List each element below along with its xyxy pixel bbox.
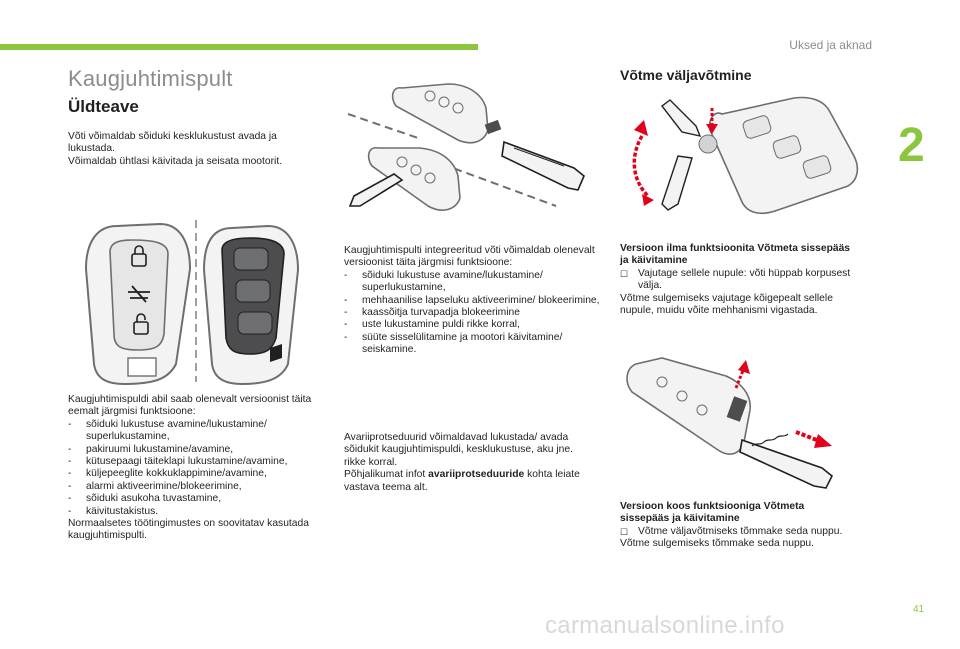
key-fob-top	[391, 83, 502, 144]
list-item: süüte sisselülitamine ja mootori käivita…	[344, 332, 602, 357]
integrated-functions-list: sõiduki lukustuse avamine/lukustamine/ s…	[344, 270, 602, 357]
key-blade-illustration	[347, 83, 585, 211]
version2-steps: Võtme väljavõtmiseks tõmmake seda nuppu.	[620, 526, 856, 539]
version2-block: Versioon koos funktsiooniga Võtmeta siss…	[620, 501, 856, 551]
slide-arrow-icon	[795, 430, 832, 448]
functions-block: Kaugjuhtimispuldi abil saab olenevalt ve…	[68, 394, 330, 543]
key-fob-pull	[626, 357, 751, 455]
remote-keys-illustration	[84, 220, 300, 386]
remote-key-back	[202, 224, 300, 386]
page-number: 41	[913, 604, 925, 615]
emergency-reference: Põhjalikumat infot avariiprotseduuride k…	[344, 469, 594, 494]
list-item: mehhaanilise lapseluku aktiveerimine/ bl…	[344, 295, 602, 308]
accent-bar	[0, 44, 478, 50]
functions-list: sõiduki lukustuse avamine/lukustamine/ s…	[68, 419, 330, 519]
list-item: sõiduki asukoha tuvastamine,	[68, 493, 330, 506]
flip-arrow-icon	[632, 120, 654, 206]
version2-note: Võtme sulgemiseks tõmmake seda nuppu.	[620, 538, 815, 550]
functions-intro: Kaugjuhtimispuldi abil saab olenevalt ve…	[68, 394, 312, 418]
version1-note: Võtme sulgemiseks vajutage kõigepealt se…	[620, 292, 833, 317]
list-item: küljepeeglite kokkuklappimine/avamine,	[68, 468, 330, 481]
section-heading: Üldteave	[68, 97, 139, 116]
version1-block: Versioon ilma funktsioonita Võtmeta siss…	[620, 243, 856, 317]
key-removal-heading: Võtme väljavõtmine	[620, 67, 752, 83]
list-item: sõiduki lukustuse avamine/lukustamine/ s…	[68, 419, 330, 444]
intro-paragraph-2: Võimaldab ühtlasi käivitada ja seisata m…	[68, 155, 283, 167]
emergency-text: Avariiprotseduurid võimaldavad lukustada…	[344, 432, 573, 468]
release-arrow-icon	[706, 108, 718, 134]
intro-paragraph-1: Võti võimaldab sõiduki kesklukustust ava…	[68, 131, 277, 155]
list-item: pakiruumi lukustamine/avamine,	[68, 444, 330, 457]
page-title: Kaugjuhtimispult	[68, 66, 233, 91]
key-blade-extracted	[739, 433, 834, 489]
key-blade-top	[501, 140, 585, 191]
version1-steps: Vajutage sellele nupule: võti hüppab kor…	[620, 268, 856, 293]
key-blade-open	[661, 99, 702, 211]
key-blade-bottom	[348, 173, 404, 207]
key-fob-bottom	[367, 147, 461, 211]
version1-heading: Versioon ilma funktsioonita Võtmeta siss…	[620, 243, 851, 267]
reference-link-text: avariiprotseduuride	[428, 469, 525, 481]
list-item: alarmi aktiveerimine/blokeerimine,	[68, 481, 330, 494]
reference-prefix: Põhjalikumat infot	[344, 469, 429, 481]
list-item: käivitustakistus.	[68, 506, 330, 519]
list-item: kütusepaagi täiteklapi lukustamine/avami…	[68, 456, 330, 469]
reference-suffix: kohta leiate vastava teema alt.	[344, 469, 580, 493]
pull-arrow-icon	[734, 360, 750, 389]
emergency-block: Avariiprotseduurid võimaldavad lukustada…	[344, 432, 594, 494]
closing-note: Normaalsetes töötingimustes on soovitata…	[68, 518, 309, 542]
step-item: Võtme väljavõtmiseks tõmmake seda nuppu.	[620, 526, 856, 539]
integrated-key-block: Kaugjuhtimispulti integreeritud võti või…	[344, 245, 602, 357]
list-item: kaassõitja turvapadja blokeerimine	[344, 307, 602, 320]
key-pull-illustration	[626, 357, 834, 489]
key-flip-illustration	[632, 96, 859, 215]
chapter-title: Uksed ja aknad	[789, 38, 872, 52]
watermark: carmanualsonline.info	[545, 612, 785, 639]
key-fob-flip	[698, 96, 859, 215]
remote-key-front	[84, 222, 192, 386]
intro-text: Võti võimaldab sõiduki kesklukustust ava…	[68, 131, 318, 168]
chapter-number: 2	[898, 119, 925, 172]
integrated-intro: Kaugjuhtimispulti integreeritud võti või…	[344, 245, 595, 269]
version2-heading: Versioon koos funktsiooniga Võtmeta siss…	[620, 501, 805, 525]
list-item: uste lukustamine puldi rikke korral,	[344, 319, 602, 332]
step-item: Vajutage sellele nupule: võti hüppab kor…	[620, 268, 856, 293]
list-item: sõiduki lukustuse avamine/lukustamine/ s…	[344, 270, 602, 295]
